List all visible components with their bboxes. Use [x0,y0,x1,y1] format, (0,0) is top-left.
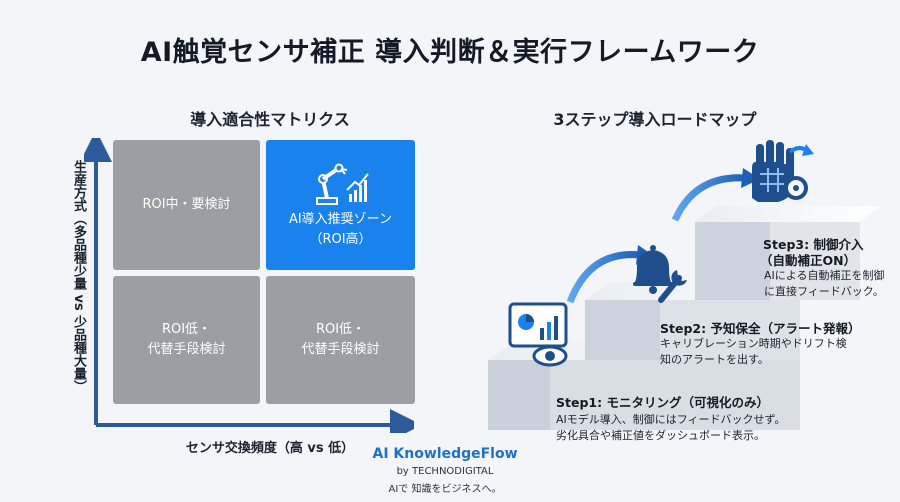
cell-bottom-left: ROI低・ 代替手段検討 [113,276,260,404]
cell-top-left-label: ROI中・要検討 [142,197,231,212]
step1-desc-line2: 劣化具合や補正値をダッシュボード表示。 [556,429,765,442]
robot-arm-icon [315,163,369,205]
cell-top-left: ROI中・要検討 [113,140,260,270]
step3-desc-line1: AIによる自動補正を制御 [764,269,885,282]
brand-tagline: AIで 知識をビジネスへ。 [388,484,502,495]
page-title: AI触覚センサ補正 導入判断＆実行フレームワーク [140,37,760,68]
cell-bottom-right-line2: 代替手段検討 [301,342,380,357]
step1-desc-line1: AIモデル導入、制御にはフィードバックせず。 [556,413,786,426]
step3-desc-line2: に直接フィードバック。 [764,285,884,298]
bell-wrench-icon [633,245,687,303]
matrix-axes [84,138,414,433]
step2-desc-line1: キャリブレーション時期やドリフト検 [660,337,847,350]
roadmap-heading: 3ステップ導入ロードマップ [553,110,757,129]
step1-title: Step1: モニタリング（可視化のみ） [556,395,769,410]
cell-bottom-right: ROI低・ 代替手段検討 [266,276,415,404]
recommended-zone-label: AI導入推奨ゾーン [288,212,393,227]
cell-bottom-left-line2: 代替手段検討 [147,342,226,357]
step2-title: Step2: 予知保全（アラート発報） [660,321,861,336]
cell-bottom-right-line1: ROI低・ [315,322,366,337]
y-axis-label: 生産方式（多品種少量 vs 少品種大量） [71,160,86,394]
step3-title-line1: Step3: 制御介入 [763,237,864,252]
step2-desc-line2: 知のアラートを出す。 [660,353,769,366]
recommended-zone-roi: （ROI高） [309,232,372,247]
brand-name: AI KnowledgeFlow [372,446,518,462]
monitor-eye-icon [508,302,568,367]
cell-recommended-zone: AI導入推奨ゾーン （ROI高） [266,140,415,270]
x-axis-label: センサ交換頻度（高 vs 低） [185,441,355,456]
cell-bottom-left-line1: ROI低・ [161,322,212,337]
step3-title-line2: （自動補正ON） [760,253,857,268]
brand-by: by TECHNODIGITAL [396,466,494,477]
robot-hand-gear-icon [752,140,814,202]
matrix-heading: 導入適合性マトリクス [190,110,350,129]
